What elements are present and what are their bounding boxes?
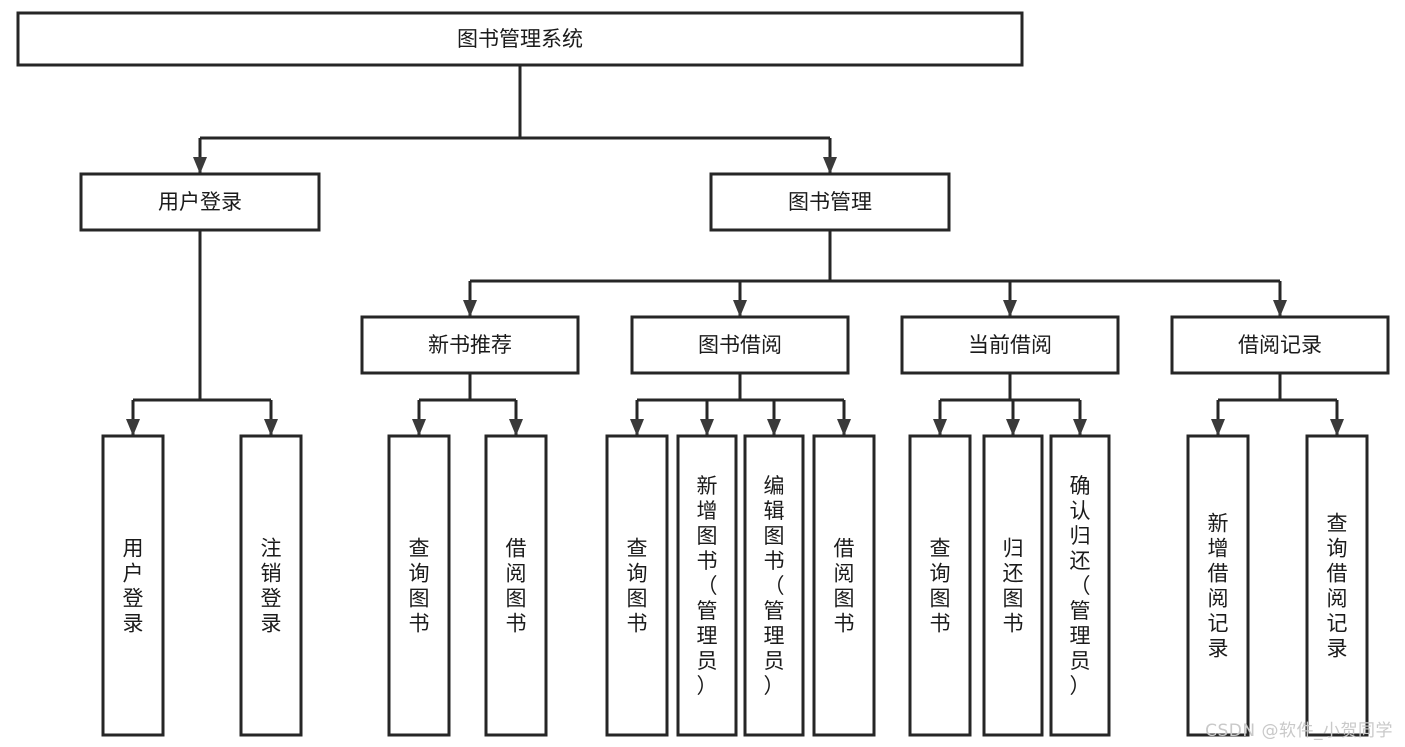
node-label-user-login: 用户登录 [158, 190, 242, 214]
arrow-head-icon [933, 419, 947, 436]
arrow-head-icon [509, 419, 523, 436]
node-br-add-record[interactable]: 新增借阅记录 [1186, 434, 1250, 737]
node-box-current-borrow [900, 315, 1120, 375]
node-layer: 图书管理系统用户登录图书管理新书推荐图书借阅当前借阅借阅记录用户登录注销登录查询… [16, 11, 1390, 737]
node-box-borrow-record [1170, 315, 1390, 375]
node-label-leaf-user-login: 用户登录 [123, 537, 144, 636]
node-box-book-manage [709, 172, 951, 232]
node-cb-query-book[interactable]: 查询图书 [908, 434, 972, 737]
node-box-root [16, 11, 1024, 67]
node-label-br-add-record: 新增借阅记录 [1208, 512, 1229, 661]
arrow-head-icon [1211, 419, 1225, 436]
arrow-head-icon [1003, 300, 1017, 317]
node-borrow-record[interactable]: 借阅记录 [1170, 315, 1390, 375]
connector-group-borrow-record [1211, 373, 1344, 436]
arrow-head-icon [264, 419, 278, 436]
arrow-head-icon [1006, 419, 1020, 436]
node-box-bb-add-book [676, 434, 738, 737]
node-label-nb-query-book: 查询图书 [409, 537, 430, 636]
arrow-head-icon [1073, 419, 1087, 436]
node-label-bb-edit-book: 编辑图书（管理员） [764, 474, 785, 698]
node-box-bb-borrow-book [812, 434, 876, 737]
connector-group-root [193, 65, 837, 174]
node-bb-borrow-book[interactable]: 借阅图书 [812, 434, 876, 737]
node-label-cb-confirm-return: 确认归还（管理员） [1070, 474, 1091, 698]
node-box-bb-edit-book [743, 434, 805, 737]
node-nb-query-book[interactable]: 查询图书 [387, 434, 451, 737]
node-box-leaf-user-logout [239, 434, 303, 737]
arrow-head-icon [193, 157, 207, 174]
node-box-user-login [79, 172, 321, 232]
node-label-current-borrow: 当前借阅 [968, 333, 1052, 357]
node-box-cb-return-book [982, 434, 1044, 737]
connector-group-book-borrow [630, 373, 851, 436]
node-root[interactable]: 图书管理系统 [16, 11, 1024, 67]
arrow-head-icon [823, 157, 837, 174]
arrow-head-icon [837, 419, 851, 436]
node-new-book-rec[interactable]: 新书推荐 [360, 315, 580, 375]
node-user-login[interactable]: 用户登录 [79, 172, 321, 232]
node-label-leaf-user-logout: 注销登录 [261, 537, 282, 636]
arrow-head-icon [700, 419, 714, 436]
arrow-head-icon [412, 419, 426, 436]
arrow-head-icon [733, 300, 747, 317]
node-label-bb-query-book: 查询图书 [627, 537, 648, 636]
node-box-br-add-record [1186, 434, 1250, 737]
node-label-root: 图书管理系统 [457, 27, 583, 51]
node-box-cb-confirm-return [1049, 434, 1111, 737]
node-box-new-book-rec [360, 315, 580, 375]
node-label-nb-borrow-book: 借阅图书 [506, 537, 527, 636]
arrow-head-icon [463, 300, 477, 317]
node-box-leaf-user-login [101, 434, 165, 737]
arrow-head-icon [1273, 300, 1287, 317]
node-label-bb-add-book: 新增图书（管理员） [697, 474, 718, 698]
node-label-bb-borrow-book: 借阅图书 [834, 537, 855, 636]
node-cb-return-book[interactable]: 归还图书 [982, 434, 1044, 737]
connector-group-user-login [126, 230, 278, 436]
node-leaf-user-login[interactable]: 用户登录 [101, 434, 165, 737]
node-nb-borrow-book[interactable]: 借阅图书 [484, 434, 548, 737]
node-box-bb-query-book [605, 434, 669, 737]
arrow-head-icon [1330, 419, 1344, 436]
node-cb-confirm-return[interactable]: 确认归还（管理员） [1049, 434, 1111, 737]
node-book-manage[interactable]: 图书管理 [709, 172, 951, 232]
node-box-nb-borrow-book [484, 434, 548, 737]
watermark-label: CSDN @软件_小贺同学 [1205, 721, 1393, 741]
node-label-new-book-rec: 新书推荐 [428, 333, 512, 357]
node-bb-edit-book[interactable]: 编辑图书（管理员） [743, 434, 805, 737]
node-box-book-borrow [630, 315, 850, 375]
node-bb-add-book[interactable]: 新增图书（管理员） [676, 434, 738, 737]
node-leaf-user-logout[interactable]: 注销登录 [239, 434, 303, 737]
node-label-br-query-record: 查询借阅记录 [1327, 512, 1348, 661]
arrow-head-icon [630, 419, 644, 436]
node-box-nb-query-book [387, 434, 451, 737]
arrow-head-icon [126, 419, 140, 436]
arrow-head-icon [767, 419, 781, 436]
node-label-borrow-record: 借阅记录 [1238, 333, 1322, 357]
connector-group-book-manage [463, 230, 1287, 317]
node-bb-query-book[interactable]: 查询图书 [605, 434, 669, 737]
connector-layer [126, 65, 1344, 436]
node-box-cb-query-book [908, 434, 972, 737]
node-br-query-record[interactable]: 查询借阅记录 [1305, 434, 1369, 737]
connector-group-current-borrow [933, 373, 1087, 436]
node-label-book-borrow: 图书借阅 [698, 333, 782, 357]
node-label-cb-return-book: 归还图书 [1003, 537, 1024, 636]
connector-group-new-book-rec [412, 373, 523, 436]
node-label-cb-query-book: 查询图书 [930, 537, 951, 636]
node-label-book-manage: 图书管理 [788, 190, 872, 214]
node-box-br-query-record [1305, 434, 1369, 737]
node-current-borrow[interactable]: 当前借阅 [900, 315, 1120, 375]
node-book-borrow[interactable]: 图书借阅 [630, 315, 850, 375]
